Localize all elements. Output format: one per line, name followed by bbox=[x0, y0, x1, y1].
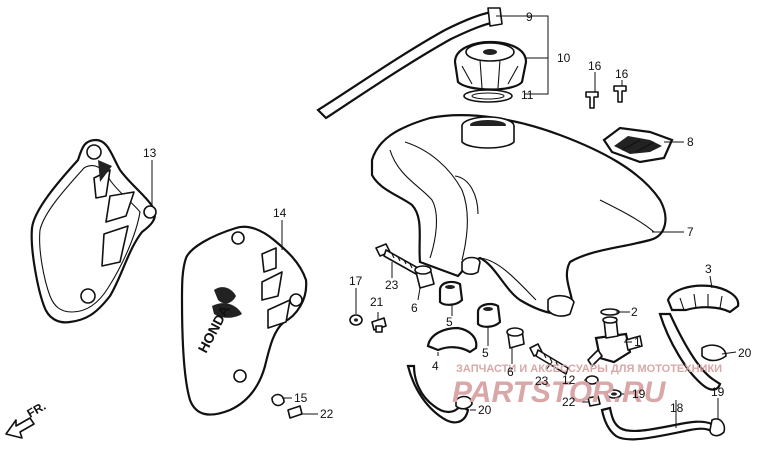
clip-19b bbox=[709, 418, 726, 437]
right-shroud: HONDA bbox=[180, 225, 308, 416]
callout-16b: 16 bbox=[615, 67, 629, 81]
tank-cushion bbox=[426, 326, 478, 354]
callout-18: 18 bbox=[670, 401, 684, 415]
callout-15: 15 bbox=[294, 391, 308, 405]
callout-4: 4 bbox=[432, 359, 439, 373]
fuel-hose bbox=[600, 406, 714, 441]
front-arrow-icon bbox=[5, 417, 35, 439]
callout-13: 13 bbox=[143, 146, 157, 160]
callout-19b: 19 bbox=[711, 385, 725, 399]
tank-band-right bbox=[658, 312, 727, 391]
callout-17: 17 bbox=[349, 274, 363, 288]
fuel-valve bbox=[587, 316, 643, 367]
callout-23b: 23 bbox=[535, 374, 549, 388]
callout-11: 11 bbox=[521, 88, 534, 102]
callout-6a: 6 bbox=[411, 301, 418, 315]
watermark: ЗАПЧАСТИ И АКСЕССУАРЫ ДЛЯ МОТОТЕХНИКИ PA… bbox=[452, 363, 722, 409]
callout-labels: 9 10 11 16 16 8 13 14 7 3 17 23 21 6 5 5… bbox=[143, 10, 752, 421]
emblem-plate bbox=[602, 126, 674, 164]
fuel-tank bbox=[370, 114, 667, 317]
callout-1: 1 bbox=[634, 335, 641, 349]
fuel-cap bbox=[453, 40, 528, 91]
callout-20b: 20 bbox=[478, 403, 492, 417]
direction-label: FR. bbox=[25, 399, 49, 421]
callout-8: 8 bbox=[687, 135, 694, 149]
callout-9: 9 bbox=[526, 10, 533, 24]
bolt-23a bbox=[375, 243, 419, 275]
screw-22b bbox=[287, 405, 303, 419]
callout-22a: 22 bbox=[562, 395, 576, 409]
mounting-rubber bbox=[666, 284, 740, 314]
callout-2: 2 bbox=[631, 305, 638, 319]
watermark-brand: PARTSTOR.RU bbox=[452, 376, 667, 409]
callout-12: 12 bbox=[562, 373, 576, 387]
cap-seal bbox=[463, 89, 513, 103]
callout-20a: 20 bbox=[738, 346, 752, 360]
clip-15 bbox=[271, 393, 285, 407]
callout-22b: 22 bbox=[320, 407, 334, 421]
leader-lines bbox=[151, 15, 737, 428]
callout-19a: 19 bbox=[632, 387, 646, 401]
grommet-5b bbox=[476, 302, 502, 328]
tank-band-left bbox=[406, 364, 473, 424]
bolt-21 bbox=[371, 317, 387, 333]
screw-22a bbox=[587, 395, 601, 407]
screw-16b bbox=[613, 85, 627, 103]
collar-6b bbox=[506, 327, 525, 349]
breather-hose bbox=[316, 7, 503, 120]
callout-5a: 5 bbox=[446, 315, 453, 329]
clip-19a bbox=[606, 389, 622, 399]
callout-3: 3 bbox=[705, 262, 712, 276]
collar-6a bbox=[414, 265, 435, 289]
callout-23a: 23 bbox=[385, 278, 399, 292]
screw-16a bbox=[585, 91, 599, 109]
callout-6b: 6 bbox=[507, 365, 514, 379]
grommet-5a bbox=[438, 280, 464, 306]
washer-17 bbox=[349, 314, 363, 326]
watermark-subtitle: ЗАПЧАСТИ И АКСЕССУАРЫ ДЛЯ МОТОТЕХНИКИ bbox=[456, 363, 722, 375]
left-shroud bbox=[30, 138, 157, 324]
callout-7: 7 bbox=[687, 225, 694, 239]
callout-10: 10 bbox=[557, 51, 571, 65]
callout-16a: 16 bbox=[588, 59, 602, 73]
front-direction-indicator: FR. bbox=[5, 399, 49, 439]
callout-5b: 5 bbox=[482, 346, 489, 360]
callout-21: 21 bbox=[370, 295, 384, 309]
callout-14: 14 bbox=[273, 206, 287, 220]
